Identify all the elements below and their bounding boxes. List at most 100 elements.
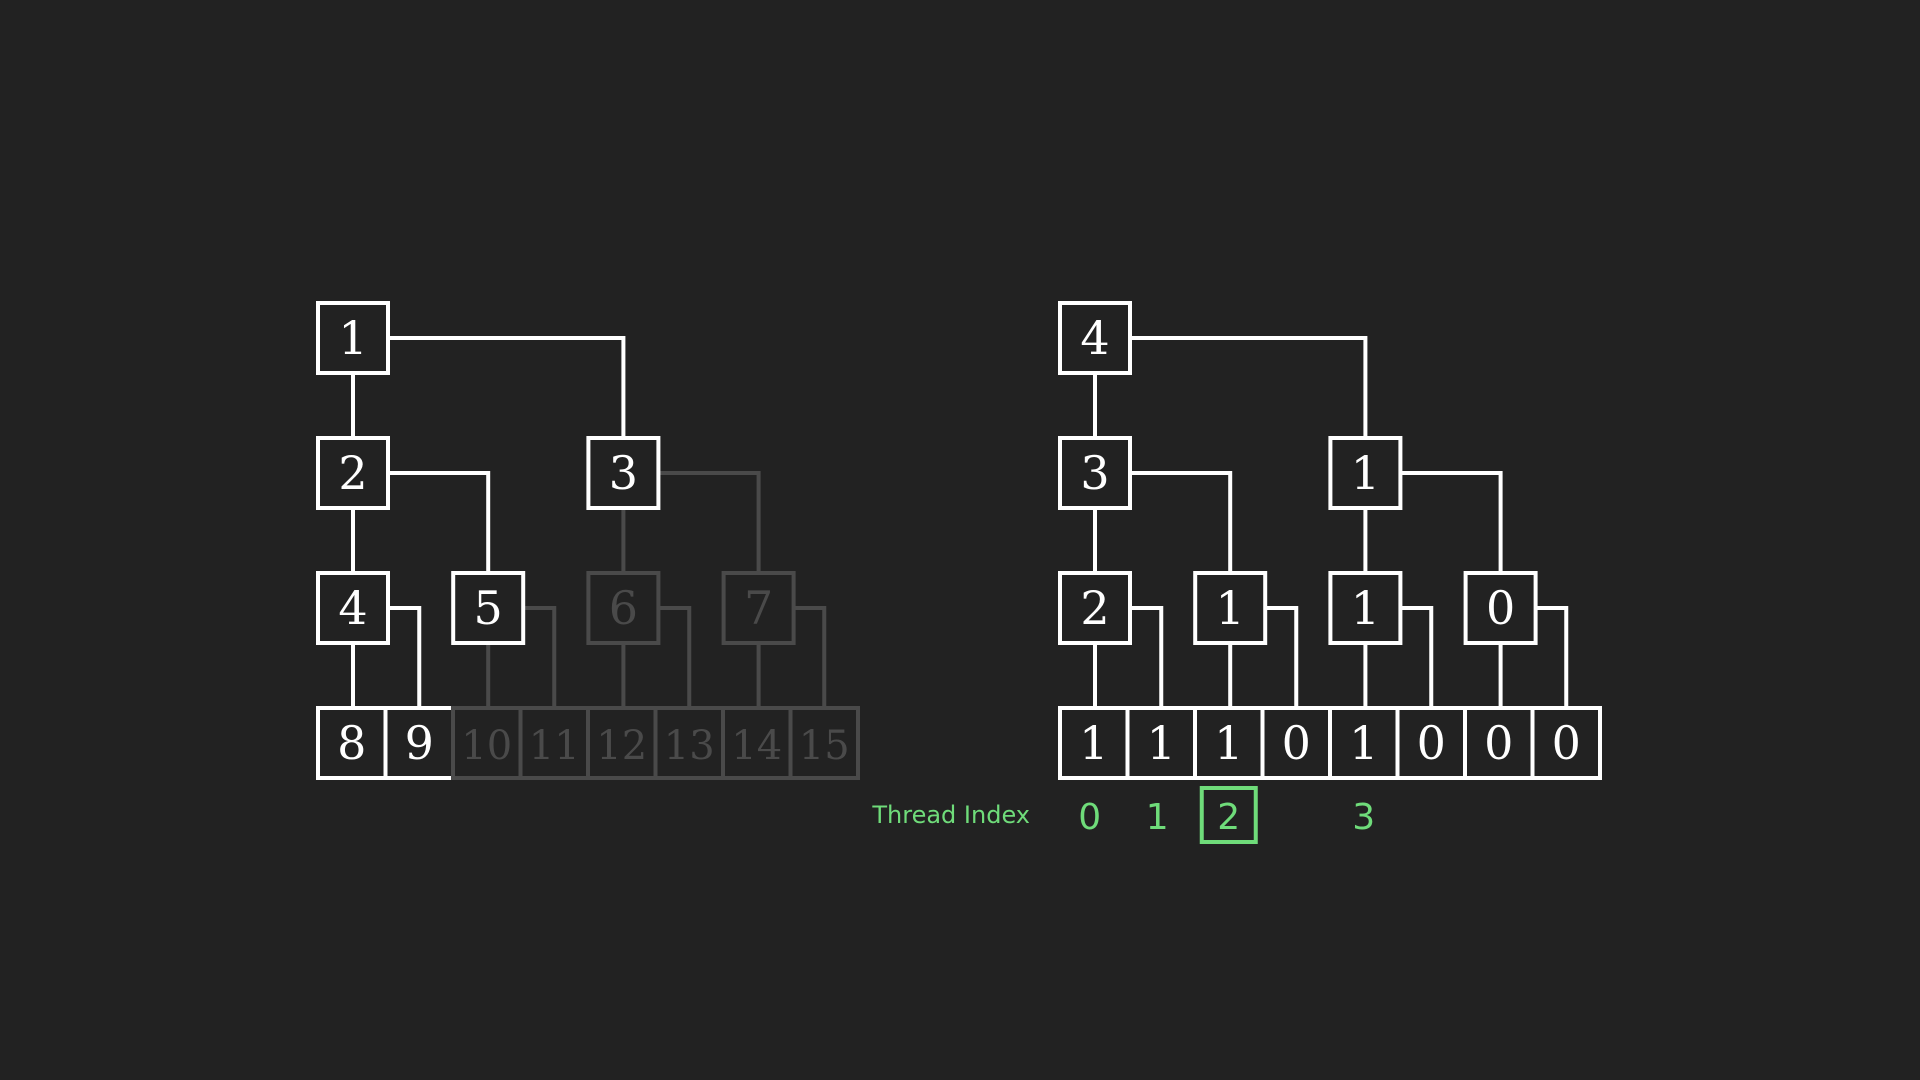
node-label: 1 (1214, 716, 1243, 770)
node-label: 0 (1552, 716, 1581, 770)
tree-node: 2 (316, 436, 390, 510)
node-label: 10 (461, 723, 512, 769)
node-box (1463, 706, 1535, 780)
node-label: 15 (799, 723, 850, 769)
node-label: 2 (1080, 581, 1109, 635)
node-label: 2 (338, 446, 367, 500)
tree-node: 4 (1058, 301, 1132, 375)
node-label: 0 (1486, 581, 1515, 635)
node-label: 6 (609, 581, 638, 635)
connector-line (388, 336, 626, 438)
node-box (1328, 706, 1400, 780)
tree-node: 3 (1058, 436, 1132, 510)
leaf-node: 11 (518, 706, 590, 780)
leaf-node: 8 (316, 706, 388, 780)
tree-node: 1 (316, 301, 390, 375)
node-label: 14 (731, 723, 782, 769)
connector-line (793, 606, 827, 708)
leaf-node: 14 (721, 706, 793, 780)
node-box (1058, 301, 1132, 375)
leaf-node: 10 (451, 706, 523, 780)
tree-node: 1 (1193, 571, 1268, 645)
node-label: 1 (338, 311, 367, 365)
node-label: 0 (1484, 716, 1513, 770)
leaf-node: 1 (1193, 706, 1265, 780)
connector-line (1400, 606, 1434, 708)
node-box (1058, 436, 1132, 510)
connector-line (1265, 606, 1299, 708)
leaf-node: 13 (653, 706, 725, 780)
connector-line (523, 606, 557, 708)
thread-index-value: 1 (1146, 797, 1169, 838)
connector-line (1535, 606, 1569, 708)
node-label: 8 (337, 716, 366, 770)
connector-line (1130, 606, 1164, 708)
node-box (316, 436, 390, 510)
node-label: 3 (609, 446, 638, 500)
node-box (1260, 706, 1332, 780)
node-box (1463, 571, 1538, 645)
connector-line (1130, 336, 1368, 438)
connector-line (388, 471, 491, 573)
node-label: 4 (1080, 311, 1109, 365)
node-label: 1 (1216, 581, 1245, 635)
leaf-node: 1 (1058, 706, 1130, 780)
thread-index-value: 2 (1217, 797, 1240, 838)
node-label: 1 (1351, 581, 1380, 635)
leaf-node: 0 (1530, 706, 1602, 780)
node-box (316, 301, 390, 375)
node-label: 1 (1351, 446, 1380, 500)
node-box (1193, 706, 1265, 780)
tree-node: 2 (1058, 571, 1132, 645)
node-label: 1 (1349, 716, 1378, 770)
node-box (1193, 571, 1268, 645)
connector-line (1130, 471, 1233, 573)
tree-node: 7 (721, 571, 796, 645)
node-box (788, 706, 860, 780)
leaf-node: 0 (1395, 706, 1467, 780)
tree-node: 6 (586, 571, 661, 645)
leaf-node: 15 (788, 706, 860, 780)
node-box (1328, 436, 1403, 510)
tree-node: 1 (1328, 436, 1403, 510)
tree-node: 3 (586, 436, 661, 510)
tree-node: 4 (316, 571, 390, 645)
leaf-node: 0 (1463, 706, 1535, 780)
node-box (586, 571, 661, 645)
node-box (1328, 571, 1403, 645)
node-label: 4 (338, 581, 367, 635)
node-box (721, 571, 796, 645)
node-label: 11 (529, 723, 580, 769)
thread-index-label: Thread Index (871, 801, 1030, 829)
node-label: 1 (1147, 716, 1176, 770)
connector-line (658, 606, 692, 708)
node-label: 7 (744, 581, 773, 635)
node-label: 5 (474, 581, 503, 635)
node-label: 0 (1417, 716, 1446, 770)
tree-node: 0 (1463, 571, 1538, 645)
leaf-node: 1 (1328, 706, 1400, 780)
connector-line (1400, 471, 1503, 573)
leaf-node: 9 (383, 706, 455, 780)
node-label: 1 (1079, 716, 1108, 770)
node-label: 9 (405, 716, 434, 770)
tree-node: 1 (1328, 571, 1403, 645)
thread-index-value: 3 (1352, 797, 1375, 838)
node-box (316, 571, 390, 645)
thread-highlight-box (1199, 786, 1258, 844)
node-label: 12 (596, 723, 647, 769)
connector-line (388, 606, 422, 708)
node-box (586, 436, 661, 510)
node-box (1530, 706, 1602, 780)
leaf-node: 1 (1125, 706, 1197, 780)
node-box (1058, 571, 1132, 645)
node-label: 3 (1080, 446, 1109, 500)
node-box (653, 706, 725, 780)
node-box (451, 571, 526, 645)
node-box (1058, 706, 1130, 780)
leaf-node: 12 (586, 706, 658, 780)
